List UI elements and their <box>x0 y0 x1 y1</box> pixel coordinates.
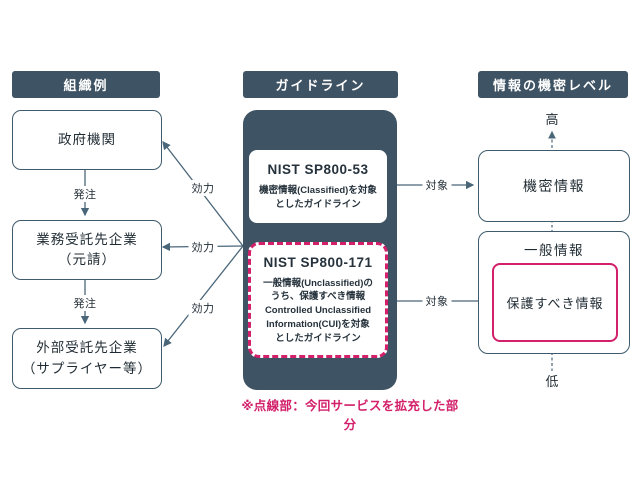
org-box-supplier: 外部受託先企業 （サプライヤー等） <box>12 328 162 389</box>
org-box-prime-contractor: 業務受託先企業 （元請） <box>12 220 162 280</box>
card-description: 一般情報(Unclassified)の うち、保護すべき情報 Controlle… <box>263 277 373 344</box>
card-title: NIST SP800-171 <box>263 254 373 270</box>
effect-label-1: 効力 <box>188 180 218 196</box>
info-box-label: 一般情報 <box>524 243 584 258</box>
card-title: NIST SP800-53 <box>267 161 369 177</box>
effect-label-3: 効力 <box>188 300 218 316</box>
card-description: 機密情報(Classified)を対象 としたガイドライン <box>259 184 377 210</box>
info-box-label: 機密情報 <box>523 178 585 194</box>
order-label-1: 発注 <box>70 186 100 202</box>
effect-arrow-3 <box>163 245 244 347</box>
card-nist-sp800-171: NIST SP800-171 一般情報(Unclassified)の うち、保護… <box>248 242 388 358</box>
info-box-protected: 保護すべき情報 <box>492 263 618 342</box>
header-guidelines: ガイドライン <box>243 71 398 98</box>
dashed-line-footnote: ※点線部：今回サービスを拡充した部分 <box>241 399 459 432</box>
scale-high-label: 高 <box>545 112 559 127</box>
card-nist-sp800-53: NIST SP800-53 機密情報(Classified)を対象 としたガイド… <box>249 150 387 223</box>
org-box-government: 政府機関 <box>12 110 162 170</box>
target-label-1: 対象 <box>422 177 452 193</box>
header-organizations: 組織例 <box>12 71 160 98</box>
info-box-classified: 機密情報 <box>478 150 630 222</box>
target-label-2: 対象 <box>422 293 452 309</box>
header-confidentiality-level: 情報の機密レベル <box>478 71 628 98</box>
effect-label-2: 効力 <box>188 239 218 255</box>
info-box-general: 一般情報 保護すべき情報 <box>478 231 630 354</box>
scale-low-label: 低 <box>545 374 559 389</box>
order-label-2: 発注 <box>70 295 100 311</box>
